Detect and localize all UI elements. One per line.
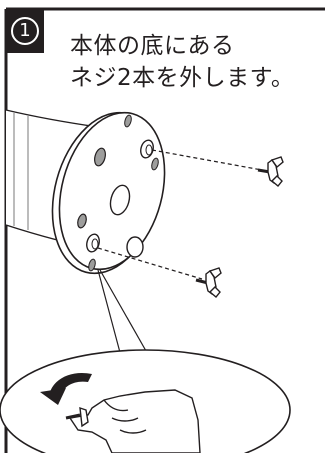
circled-number-icon: 1	[11, 17, 39, 45]
wing-screw-icon	[257, 156, 284, 187]
center-hole	[109, 184, 131, 216]
grey-hole	[94, 147, 106, 167]
wing-screw-icon	[195, 267, 222, 298]
rotate-arrow-icon	[40, 372, 92, 405]
foot-knob	[126, 236, 144, 258]
callout-line	[97, 269, 123, 361]
guide-line	[151, 149, 263, 171]
wing-screw-icon	[65, 406, 89, 428]
step-badge: 1	[6, 9, 44, 53]
callout-line	[99, 269, 151, 359]
instruction-line-1: 本体の底にある	[70, 33, 235, 59]
grey-hole	[151, 157, 159, 171]
grey-hole	[88, 258, 96, 272]
instruction-text: 本体の底にある ネジ2本を外します。	[70, 30, 322, 94]
grey-hole	[77, 213, 87, 229]
base-disk	[51, 111, 166, 275]
hand-icon	[68, 389, 201, 453]
grey-hole	[124, 114, 132, 128]
instruction-line-2: ネジ2本を外します。	[70, 65, 295, 91]
